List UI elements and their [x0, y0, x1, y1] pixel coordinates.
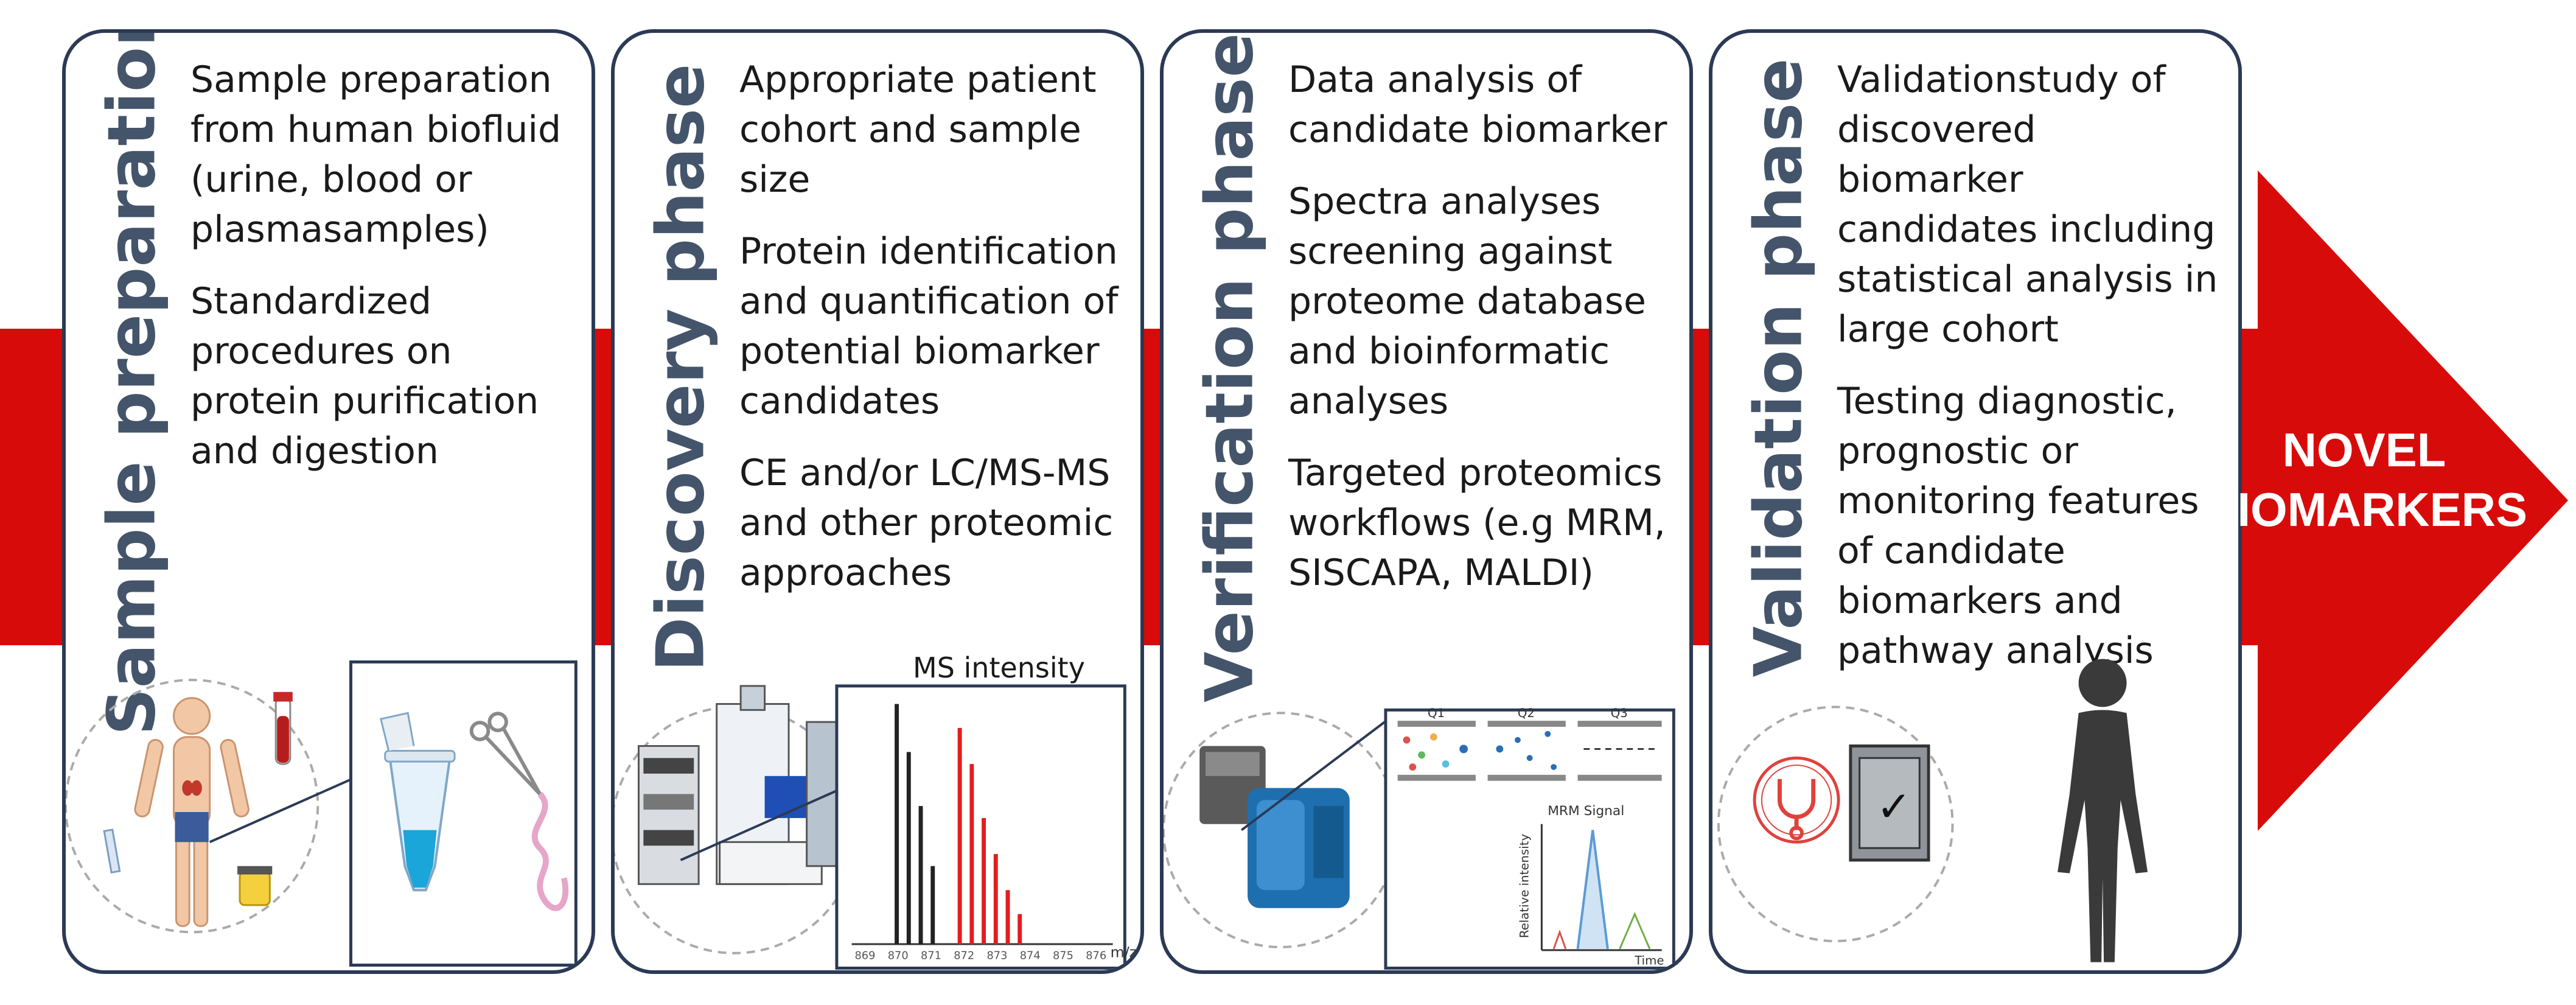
blood-tube-icon [273, 692, 293, 765]
scissors-icon [469, 712, 542, 796]
connector-line [680, 786, 843, 861]
phase-title-container: Verification phase [1178, 33, 1282, 702]
ms-tick-label: 875 [1053, 950, 1073, 962]
tube-inset-frame [349, 660, 578, 967]
novel-label-line2: BIOMARKERS [2203, 483, 2528, 536]
panel-paragraph: Sample preparation from human biofluid (… [190, 58, 562, 251]
panel-text: Validationstudy of discovered biomarker … [1837, 55, 2226, 698]
check-mark-icon: ✓ [1876, 783, 1911, 832]
novel-label-line1: NOVEL [2282, 423, 2446, 477]
syringe-icon [103, 828, 121, 874]
mrm-ylabel: Relative intensity [1518, 834, 1532, 939]
phase-title-container: Discovery phase [629, 51, 733, 684]
shorts-icon [175, 812, 209, 842]
ms-tick-label: 872 [954, 950, 974, 962]
panel-paragraph: Data analysis of candidate biomarker [1288, 58, 1667, 151]
mrm-inset-frame [1384, 708, 1675, 970]
novel-biomarkers-label: NOVEL BIOMARKERS [2203, 420, 2528, 539]
ms-chart-title: MS intensity [913, 651, 1085, 684]
panel-sample-preparation: Sample preparation Sample preparation fr… [62, 29, 595, 974]
checklist-icon: ✓ [1849, 744, 1930, 862]
panel-paragraph: Validationstudy of discovered biomarker … [1837, 58, 2218, 351]
panel-paragraph: Protein identification and quantificatio… [739, 230, 1119, 422]
ms-tick-label: 869 [855, 950, 876, 962]
ms-tick-label: 874 [1020, 950, 1041, 962]
panel-paragraph: Appropriate patient cohort and sample si… [739, 58, 1097, 201]
q-label: Q2 [1518, 706, 1535, 720]
panel-paragraph: Testing diagnostic, prognostic or monito… [1837, 380, 2199, 672]
phase-title: Verification phase [1192, 32, 1268, 703]
mrm-xlabel: Time [1634, 954, 1664, 968]
stethoscope-icon [1753, 756, 1840, 844]
validation-circle [1717, 706, 1954, 943]
panel-validation-phase: Validation phase Validationstudy of disc… [1709, 29, 2242, 974]
sample-prep-illustration [66, 660, 578, 967]
panel-paragraph: Spectra analyses screening against prote… [1288, 180, 1646, 422]
ms-tick-label: 870 [888, 950, 909, 962]
lc-ms-instrument-icon [637, 685, 838, 885]
ms-tick-label: 876 [1086, 950, 1106, 962]
organs-icon [182, 780, 202, 796]
ms-tick-labels: 869 870 871 872 873 874 875 876 [855, 950, 1107, 962]
quadrupole-diagram: Q1 Q2 Q3 [1397, 706, 1662, 781]
ms-chart-frame [835, 684, 1126, 970]
q-label: Q3 [1611, 706, 1628, 720]
phase-title: Discovery phase [643, 63, 719, 672]
panel-paragraph: Targeted proteomics workflows (e.g MRM, … [1288, 452, 1666, 594]
ms-tick-label: 871 [921, 950, 941, 962]
verification-illustration: Q1 Q2 Q3 MRM Signal Relative intensity T… [1164, 706, 1675, 970]
panel-text: Data analysis of candidate biomarker Spe… [1288, 55, 1677, 620]
ms-tick-label: 873 [987, 950, 1008, 962]
ms-xlabel: m/z [1111, 944, 1137, 961]
panel-paragraph: CE and/or LC/MS-MS and other proteomic a… [739, 452, 1114, 594]
tubing-icon [531, 791, 569, 911]
phase-title: Sample preparation [94, 29, 170, 736]
phase-title-container: Sample preparation [80, 33, 184, 735]
panel-verification-phase: Verification phase Data analysis of cand… [1160, 29, 1693, 974]
panel-paragraph: Standardized procedures on protein purif… [190, 280, 539, 472]
mrm-signal-plot [1540, 824, 1662, 951]
discovery-illustration: 869 870 871 872 873 874 875 876 m/z [615, 684, 1137, 970]
human-figure-icon [134, 697, 250, 927]
mass-spectrometer-icon [1199, 746, 1350, 908]
ms-peaks [851, 704, 1113, 945]
urine-cup-icon [237, 866, 273, 906]
q-label: Q1 [1428, 706, 1445, 720]
connector-line [209, 775, 360, 844]
panel-text: Sample preparation from human biofluid (… [190, 55, 579, 498]
panel-text: Appropriate patient cohort and sample si… [739, 55, 1128, 620]
connector-line [1241, 718, 1390, 832]
mrm-signal-title: MRM Signal [1548, 804, 1624, 819]
eppendorf-tube-icon [380, 712, 456, 892]
phase-title: Validation phase [1740, 58, 1817, 678]
human-silhouette-icon [2058, 659, 2148, 962]
phase-title-container: Validation phase [1727, 51, 1831, 684]
panel-discovery-phase: Discovery phase Appropriate patient coho… [611, 29, 1144, 974]
validation-illustration: ✓ [1717, 659, 2148, 962]
